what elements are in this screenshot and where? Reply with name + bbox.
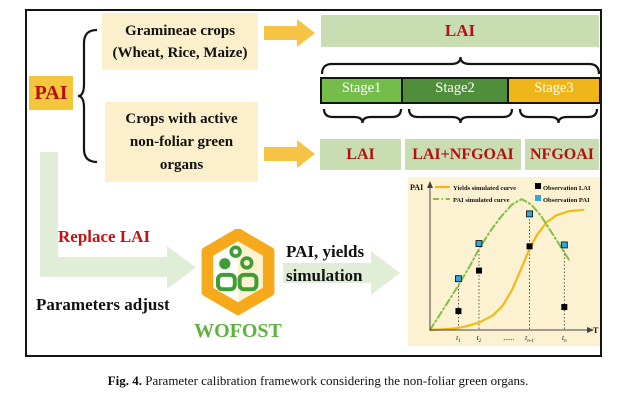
output-box-lai: LAI	[320, 139, 401, 170]
y-axis-arrow-icon	[427, 181, 433, 188]
under-brace-icon	[518, 108, 599, 124]
y-axis-label: PAI	[410, 183, 423, 192]
marker-observation-lai	[455, 308, 462, 315]
marker-observation-pai	[475, 240, 483, 247]
gramineae-crops-box: Gramineae crops (Wheat, Rice, Maize)	[102, 13, 258, 70]
caption-number: Fig. 4.	[107, 373, 142, 388]
marker-observation-pai	[455, 275, 462, 283]
active-organs-crops-box: Crops with active non-foliar green organ…	[105, 102, 258, 182]
figure-caption: Fig. 4. Parameter calibration framework …	[25, 373, 611, 389]
chart-legend: Yields simulated curve PAI simulated cur…	[433, 183, 591, 204]
chart-plot-area: t1 t2...... tn-1 tn	[428, 198, 585, 344]
x-tick-label: tn	[562, 333, 567, 344]
pai-box: PAI	[29, 76, 73, 110]
crops-line2: non-foliar green	[129, 134, 234, 150]
output-box-nfgoai: NFGOAI	[525, 139, 599, 170]
legend-entry: PAI simulated curve	[453, 197, 510, 204]
stage1-segment: Stage1	[322, 79, 402, 102]
pai-time-chart: t1 t2...... tn-1 tn PAI T Yields simulated …	[410, 181, 599, 344]
marker-observation-pai	[526, 210, 533, 218]
output-box-lai-nfgoai: LAI+NFGOAI	[405, 139, 521, 170]
gramineae-line2: (Wheat, Rice, Maize)	[112, 45, 248, 61]
legend-blue-square-icon	[535, 195, 541, 201]
crops-line1: Crops with active	[125, 111, 238, 127]
top-brace-icon	[320, 56, 601, 75]
lai-bar: LAI	[321, 15, 599, 47]
wofost-icon	[201, 229, 275, 316]
x-tick-label: tn-1	[525, 333, 534, 344]
x-axis-arrow-icon	[587, 327, 594, 333]
replace-lai-arrow-stem	[40, 152, 58, 258]
stage3-segment: Stage3	[508, 79, 599, 102]
legend-entry: Observation PAI	[543, 197, 590, 204]
gramineae-line1: Gramineae crops	[124, 23, 236, 39]
marker-observation-lai	[561, 304, 568, 311]
x-tick-label: t2	[477, 333, 482, 344]
stage2-segment: Stage2	[403, 79, 507, 102]
marker-observation-lai	[475, 267, 482, 274]
series-yields-simulated-curve	[428, 208, 585, 332]
crops-brace-icon	[77, 28, 98, 164]
marker-observation-pai	[560, 241, 568, 249]
growth-stage-bar: Stage1 Stage2 Stage3	[320, 77, 601, 104]
chart-panel: t1 t2...... tn-1 tn PAI T Yields simulated …	[408, 177, 600, 346]
replace-lai-label: Replace LAI	[58, 227, 151, 246]
legend-entry: Yields simulated curve	[453, 185, 516, 192]
x-tick-label: ......	[503, 333, 514, 342]
x-axis-label: T	[593, 326, 599, 335]
yellow-right-arrow-icon	[264, 140, 315, 168]
under-brace-icon	[407, 108, 514, 124]
crops-line3: organs	[159, 157, 204, 173]
simulation-label: PAI, yields simulation	[286, 240, 401, 288]
marker-observation-lai	[526, 243, 533, 250]
simulation-label-line1: PAI, yields	[286, 242, 365, 261]
parameters-adjust-label: Parameters adjust	[36, 295, 170, 314]
under-brace-icon	[322, 108, 403, 124]
wofost-label: WOFOST	[194, 320, 282, 342]
caption-text: Parameter calibration framework consider…	[145, 373, 529, 388]
series-pai-simulated-curve	[429, 198, 570, 331]
simulation-arrow-icon	[283, 251, 400, 295]
legend-entry: Observation LAI	[543, 185, 591, 192]
simulation-label-line2: simulation	[286, 266, 363, 285]
replace-lai-arrow-icon	[40, 246, 196, 289]
yellow-right-arrow-icon	[264, 19, 315, 47]
x-tick-label: t1	[456, 333, 461, 344]
legend-black-square-icon	[535, 183, 541, 189]
